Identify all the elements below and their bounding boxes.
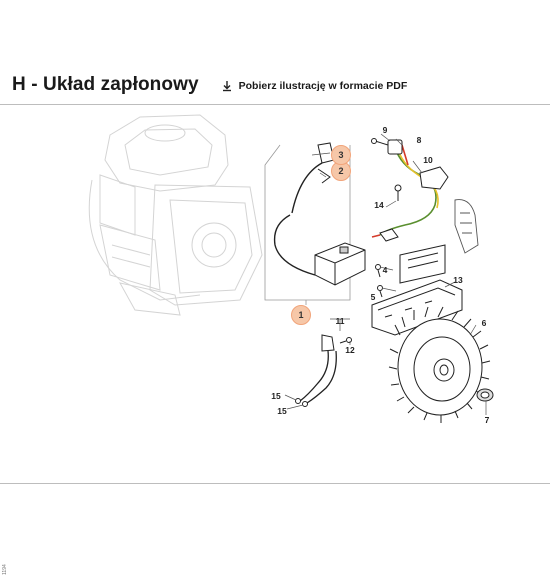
- illustration-code: 1194: [2, 564, 8, 575]
- page-title: H - Układ zapłonowy: [12, 74, 199, 96]
- callout-9[interactable]: 9: [383, 125, 388, 135]
- parts-diagram: 1 2 3 4 5 6 7 8 9 10 11 12 13 14 15 15 1…: [0, 104, 550, 484]
- callout-13[interactable]: 13: [453, 275, 463, 285]
- flywheel-nut: [477, 389, 493, 401]
- callout-12[interactable]: 12: [345, 345, 355, 355]
- callout-8[interactable]: 8: [417, 135, 422, 145]
- download-pdf-label: Pobierz ilustrację w formacie PDF: [239, 80, 408, 92]
- callout-5[interactable]: 5: [371, 292, 376, 302]
- callout-6[interactable]: 6: [482, 318, 487, 328]
- callout-15-upper[interactable]: 15: [271, 391, 281, 401]
- download-icon: [221, 80, 233, 92]
- callout-10[interactable]: 10: [423, 155, 433, 165]
- callout-7[interactable]: 7: [485, 415, 490, 425]
- callout-14[interactable]: 14: [374, 200, 384, 210]
- callout-4[interactable]: 4: [383, 265, 388, 275]
- callout-1-label: 1: [298, 310, 303, 320]
- callout-2-label: 2: [338, 166, 343, 176]
- callout-3[interactable]: 3: [332, 146, 351, 165]
- exploded-view-illustration: 1 2 3 4 5 6 7 8 9 10 11 12 13 14 15 15: [0, 105, 550, 485]
- download-pdf-link[interactable]: Pobierz ilustrację w formacie PDF: [221, 80, 408, 92]
- callout-11[interactable]: 11: [336, 316, 345, 326]
- callout-1[interactable]: 1: [292, 306, 311, 325]
- callout-3-label: 3: [338, 150, 343, 160]
- switch-parts: [372, 139, 449, 242]
- page-header: H - Układ zapłonowy Pobierz ilustrację w…: [12, 74, 407, 96]
- screw-4-5: [376, 265, 383, 298]
- short-circuit-wire: [296, 335, 352, 407]
- flywheel: [389, 307, 490, 423]
- faded-engine-housing: [89, 115, 262, 315]
- faded-cover: [455, 200, 478, 253]
- ignition-module: [275, 143, 365, 285]
- callout-15-lower[interactable]: 15: [277, 406, 287, 416]
